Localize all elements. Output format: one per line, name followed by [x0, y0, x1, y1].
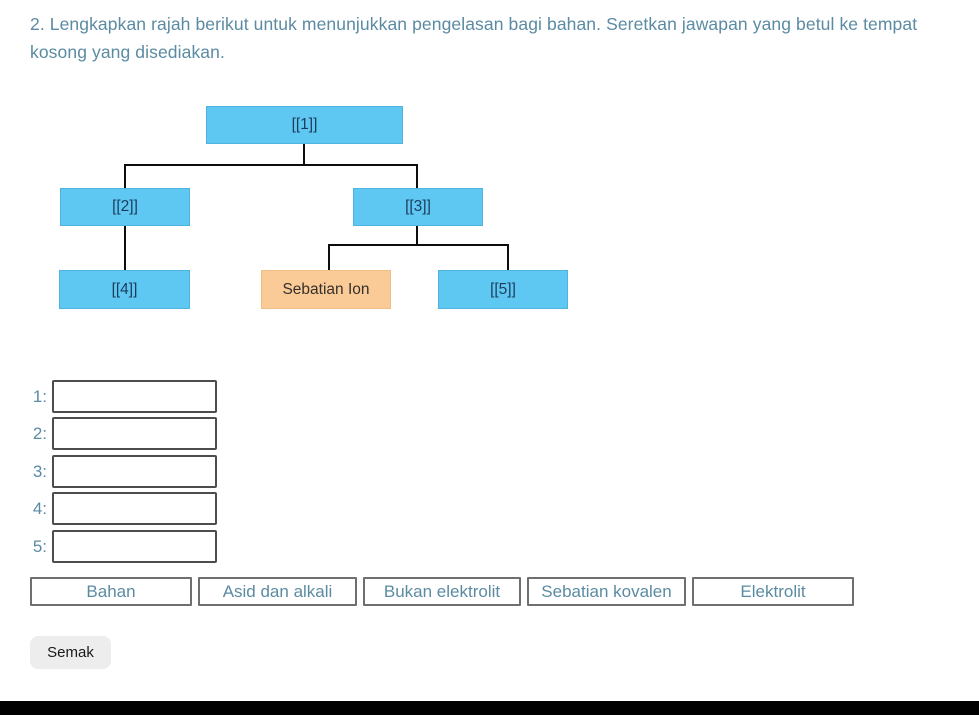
- blank-row-3: 3:: [30, 455, 217, 488]
- tree-node-blank-1: [[1]]: [206, 106, 403, 144]
- tree-node-blank-3: [[3]]: [353, 188, 483, 226]
- blank-row-5: 5:: [30, 530, 217, 563]
- option-sebatian-kovalen[interactable]: Sebatian kovalen: [527, 577, 686, 606]
- blank-label-1: 1:: [32, 386, 47, 406]
- blank-label-3: 3:: [32, 461, 47, 481]
- tree-node-blank-4: [[4]]: [59, 270, 190, 309]
- blank-label-4: 4:: [32, 498, 47, 518]
- blank-row-4: 4:: [30, 492, 217, 525]
- connector-line: [507, 244, 509, 271]
- draggable-options: Bahan Asid dan alkali Bukan elektrolit S…: [30, 577, 854, 606]
- connector-line: [303, 144, 305, 166]
- option-bukan-elektrolit[interactable]: Bukan elektrolit: [363, 577, 521, 606]
- connector-line: [328, 244, 509, 246]
- blank-label-5: 5:: [32, 536, 47, 556]
- tree-node-blank-2: [[2]]: [60, 188, 190, 226]
- option-elektrolit[interactable]: Elektrolit: [692, 577, 854, 606]
- option-asid-dan-alkali[interactable]: Asid dan alkali: [198, 577, 357, 606]
- blank-row-2: 2:: [30, 417, 217, 450]
- classification-tree-diagram: [[1]] [[2]] [[3]] [[4]] Sebatian Ion [[5…: [0, 0, 979, 340]
- tree-node-sebatian-ion: Sebatian Ion: [261, 270, 391, 309]
- blank-row-1: 1:: [30, 380, 217, 413]
- connector-line: [328, 244, 330, 271]
- blank-input-5[interactable]: [52, 530, 217, 563]
- blank-input-2[interactable]: [52, 417, 217, 450]
- check-button[interactable]: Semak: [30, 636, 111, 669]
- bottom-black-bar: [0, 701, 979, 715]
- connector-line: [124, 226, 126, 271]
- blank-input-1[interactable]: [52, 380, 217, 413]
- option-bahan[interactable]: Bahan: [30, 577, 192, 606]
- connector-line: [416, 164, 418, 189]
- connector-line: [124, 164, 126, 189]
- blank-label-2: 2:: [32, 423, 47, 443]
- connector-line: [125, 164, 418, 166]
- blank-input-4[interactable]: [52, 492, 217, 525]
- connector-line: [416, 226, 418, 246]
- blank-input-3[interactable]: [52, 455, 217, 488]
- tree-node-blank-5: [[5]]: [438, 270, 568, 309]
- question-text: 2. Lengkapkan rajah berikut untuk menunj…: [30, 14, 918, 62]
